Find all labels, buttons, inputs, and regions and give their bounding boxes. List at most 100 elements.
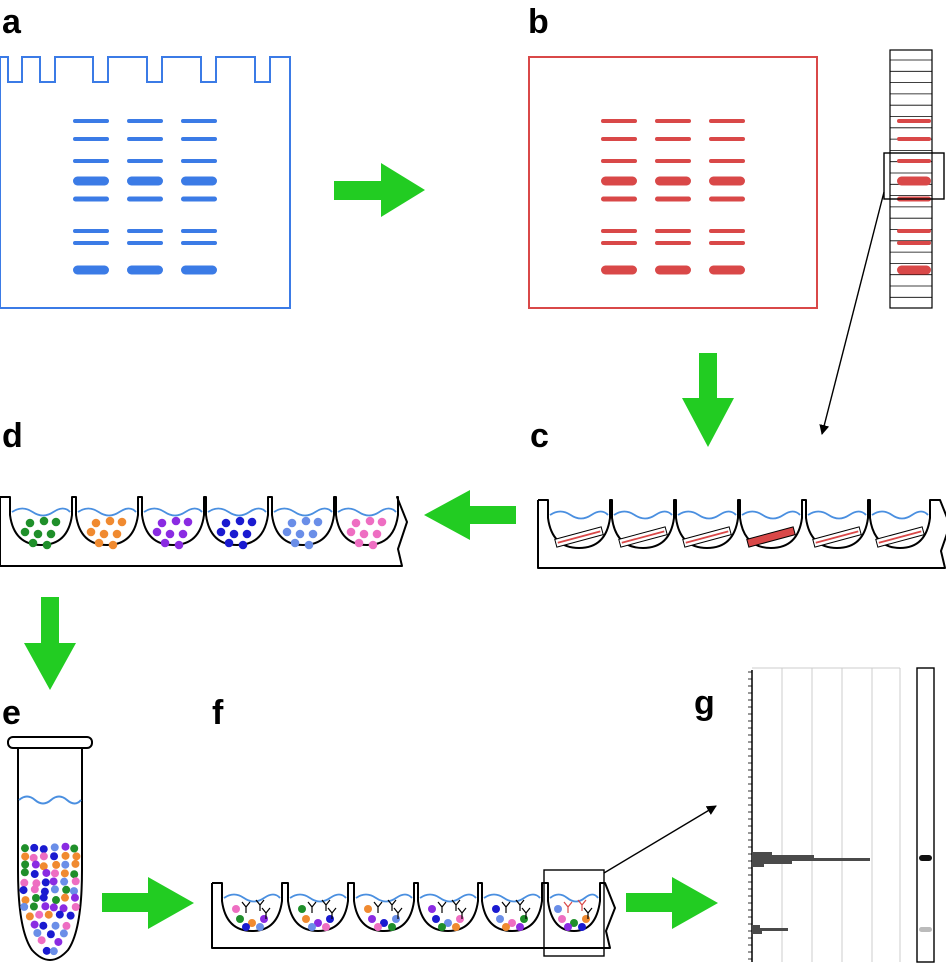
protein-dot — [69, 887, 78, 896]
protein-band — [709, 241, 745, 245]
protein-band — [127, 265, 163, 275]
protein-dot — [39, 845, 48, 854]
panel-label-c: c — [530, 417, 549, 455]
protein-dot — [50, 852, 59, 861]
y-shaped-antibody-icon — [261, 907, 271, 919]
protein-band — [601, 196, 637, 202]
protein-dot — [30, 843, 39, 852]
protein-dot — [582, 915, 590, 923]
protein-dot — [295, 529, 305, 539]
lane-band-weak — [919, 927, 932, 932]
protein-band — [127, 119, 163, 123]
protein-dot — [380, 919, 388, 927]
protein-dot — [377, 517, 387, 527]
protein-dot — [372, 529, 382, 539]
protein-band — [897, 265, 931, 275]
protein-dot — [29, 853, 38, 862]
panel-label-e: e — [2, 694, 21, 732]
protein-band — [655, 159, 691, 163]
well-strip-c — [537, 499, 946, 569]
protein-dot — [32, 879, 41, 888]
water-line — [337, 507, 397, 517]
protein-band — [127, 159, 163, 163]
protein-dot — [49, 903, 58, 912]
protein-band — [73, 229, 109, 233]
protein-dot — [287, 518, 297, 528]
protein-band — [709, 196, 745, 202]
protein-band — [601, 137, 637, 141]
protein-dot — [242, 529, 252, 539]
membrane-piece — [812, 526, 862, 548]
protein-band — [601, 176, 637, 186]
protein-band — [601, 119, 637, 123]
y-shaped-antibody-icon — [373, 901, 383, 913]
protein-dot — [42, 868, 51, 877]
protein-dot — [326, 915, 334, 923]
membrane-piece — [875, 526, 925, 548]
water-line — [77, 507, 137, 517]
protein-band — [709, 265, 745, 275]
well-strip-d — [0, 496, 408, 567]
protein-dot — [60, 869, 69, 878]
protein-dot — [256, 923, 264, 931]
protein-dot — [235, 516, 245, 526]
protein-band — [709, 137, 745, 141]
protein-dot — [165, 529, 175, 539]
protein-band — [181, 196, 217, 202]
protein-dot — [368, 540, 378, 550]
protein-dot — [30, 920, 39, 929]
protein-dot — [229, 529, 239, 539]
protein-dot — [564, 923, 572, 931]
protein-band — [73, 119, 109, 123]
protein-dot — [31, 894, 40, 903]
y-shaped-antibody-icon — [241, 901, 251, 913]
histogram-bar — [752, 931, 762, 934]
protein-band — [655, 265, 691, 275]
protein-dot — [578, 923, 586, 931]
green-arrow-icon — [682, 353, 734, 447]
protein-dot — [62, 885, 71, 894]
y-shaped-antibody-icon — [327, 907, 337, 919]
y-shaped-antibody-icon — [321, 899, 331, 911]
protein-dot — [351, 518, 361, 528]
tube-cap — [7, 736, 93, 749]
protein-dot — [51, 921, 60, 930]
protein-band — [601, 241, 637, 245]
protein-band — [655, 137, 691, 141]
water-line — [273, 507, 333, 517]
protein-dot — [42, 946, 51, 955]
histogram-bar — [752, 855, 814, 858]
protein-dot — [554, 905, 562, 913]
protein-dot — [221, 518, 231, 528]
protein-dot — [558, 915, 566, 923]
water-line — [143, 507, 203, 517]
protein-dot — [238, 540, 248, 550]
protein-dot — [438, 923, 446, 931]
water-line — [18, 795, 82, 805]
protein-band — [897, 176, 931, 186]
protein-dot — [171, 516, 181, 526]
protein-dot — [298, 905, 306, 913]
protein-dot — [20, 878, 29, 887]
protein-dot — [236, 915, 244, 923]
protein-dot — [71, 903, 80, 912]
protein-band — [181, 265, 217, 275]
protein-dot — [428, 905, 436, 913]
strip-selection-box — [883, 152, 945, 200]
protein-dot — [55, 910, 64, 919]
protein-dot — [39, 852, 48, 861]
y-shaped-antibody-icon — [521, 907, 531, 919]
histogram-bar — [752, 925, 760, 928]
histogram-bar — [752, 928, 788, 931]
protein-band — [181, 159, 217, 163]
y-shaped-antibody-icon — [457, 907, 467, 919]
protein-dot — [51, 517, 61, 527]
protein-dot — [432, 915, 440, 923]
protein-dot — [40, 887, 49, 896]
protein-dot — [157, 518, 167, 528]
protein-dot — [94, 538, 104, 548]
green-arrow-icon — [626, 877, 718, 929]
y-shaped-antibody-icon — [387, 899, 397, 911]
protein-dot — [364, 905, 372, 913]
protein-band — [897, 229, 931, 233]
